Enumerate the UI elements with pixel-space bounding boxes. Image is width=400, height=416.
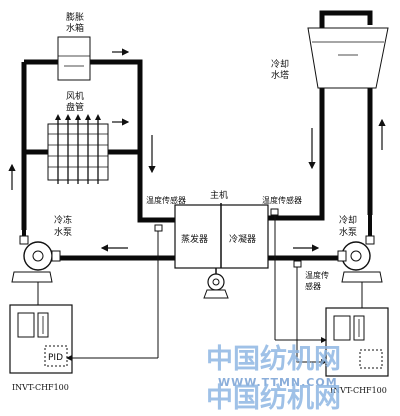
watermark: 中国纺机网 WWW.TTMN.COM 中国纺机网 [206,343,341,414]
watermark-title: 中国纺机网 [206,343,341,375]
flow-arrows [8,48,386,252]
vfd-right-model: INVT-CHF100 [330,386,387,395]
fan-coil-label-2: 盘管 [66,101,84,113]
expansion-tank-label-1: 膨胀 [66,11,84,23]
condenser-label: 冷凝器 [229,233,256,245]
chilled-pump-label-1: 冷冻 [54,214,72,226]
compressor-icon [203,268,229,299]
watermark-title-shadow: 中国纺机网 [206,382,341,412]
watermark-url: WWW.TTMN.COM [218,376,338,389]
temp-sensor-bottom-label-2: 感器 [305,281,321,291]
pipe-network [21,10,373,261]
cooling-water-pump: 冷却 水泵 [337,214,383,283]
cooling-pump-label-2: 水泵 [339,226,357,238]
cooling-tower-label-1: 冷却 [271,58,289,70]
vfd-left: PID INVT-CHF100 [9,304,73,392]
temp-sensor-right-label: 温度传感器 [262,195,302,205]
vfd-left-model: INVT-CHF100 [12,383,69,392]
temp-sensor-bottom: 温度传 感器 [293,260,329,338]
cooling-tower-label-2: 水塔 [271,69,289,81]
evaporator-label: 蒸发器 [181,233,208,245]
fan-coil-unit: 风机 盘管 [47,90,109,184]
temp-sensor-bottom-label-1: 温度传 [305,270,329,280]
cooling-pump-label-1: 冷却 [339,214,357,226]
fan-coil-label-1: 风机 [66,90,84,102]
host-label: 主机 [210,189,228,201]
vfd-right: INVT-CHF100 [325,307,389,395]
temp-sensor-right: 温度传感器 [262,195,302,340]
pipe-cond-to-tower [268,10,373,221]
temp-sensor-left-label: 温度传感器 [146,195,186,205]
expansion-tank: 膨胀 水箱 [57,11,91,81]
pipe-expansion-to-evaporator [90,59,175,223]
pid-label: PID [48,353,63,363]
temp-sensor-left: 温度传感器 [146,195,186,358]
chilled-water-pump: 冷冻 水泵 [11,214,72,283]
chiller-host: 主机 蒸发器 冷凝器 [174,189,269,299]
cooling-tower: 冷却 水塔 [271,27,389,89]
chilled-pump-label-2: 水泵 [54,226,72,238]
expansion-tank-label-2: 水箱 [66,22,84,34]
